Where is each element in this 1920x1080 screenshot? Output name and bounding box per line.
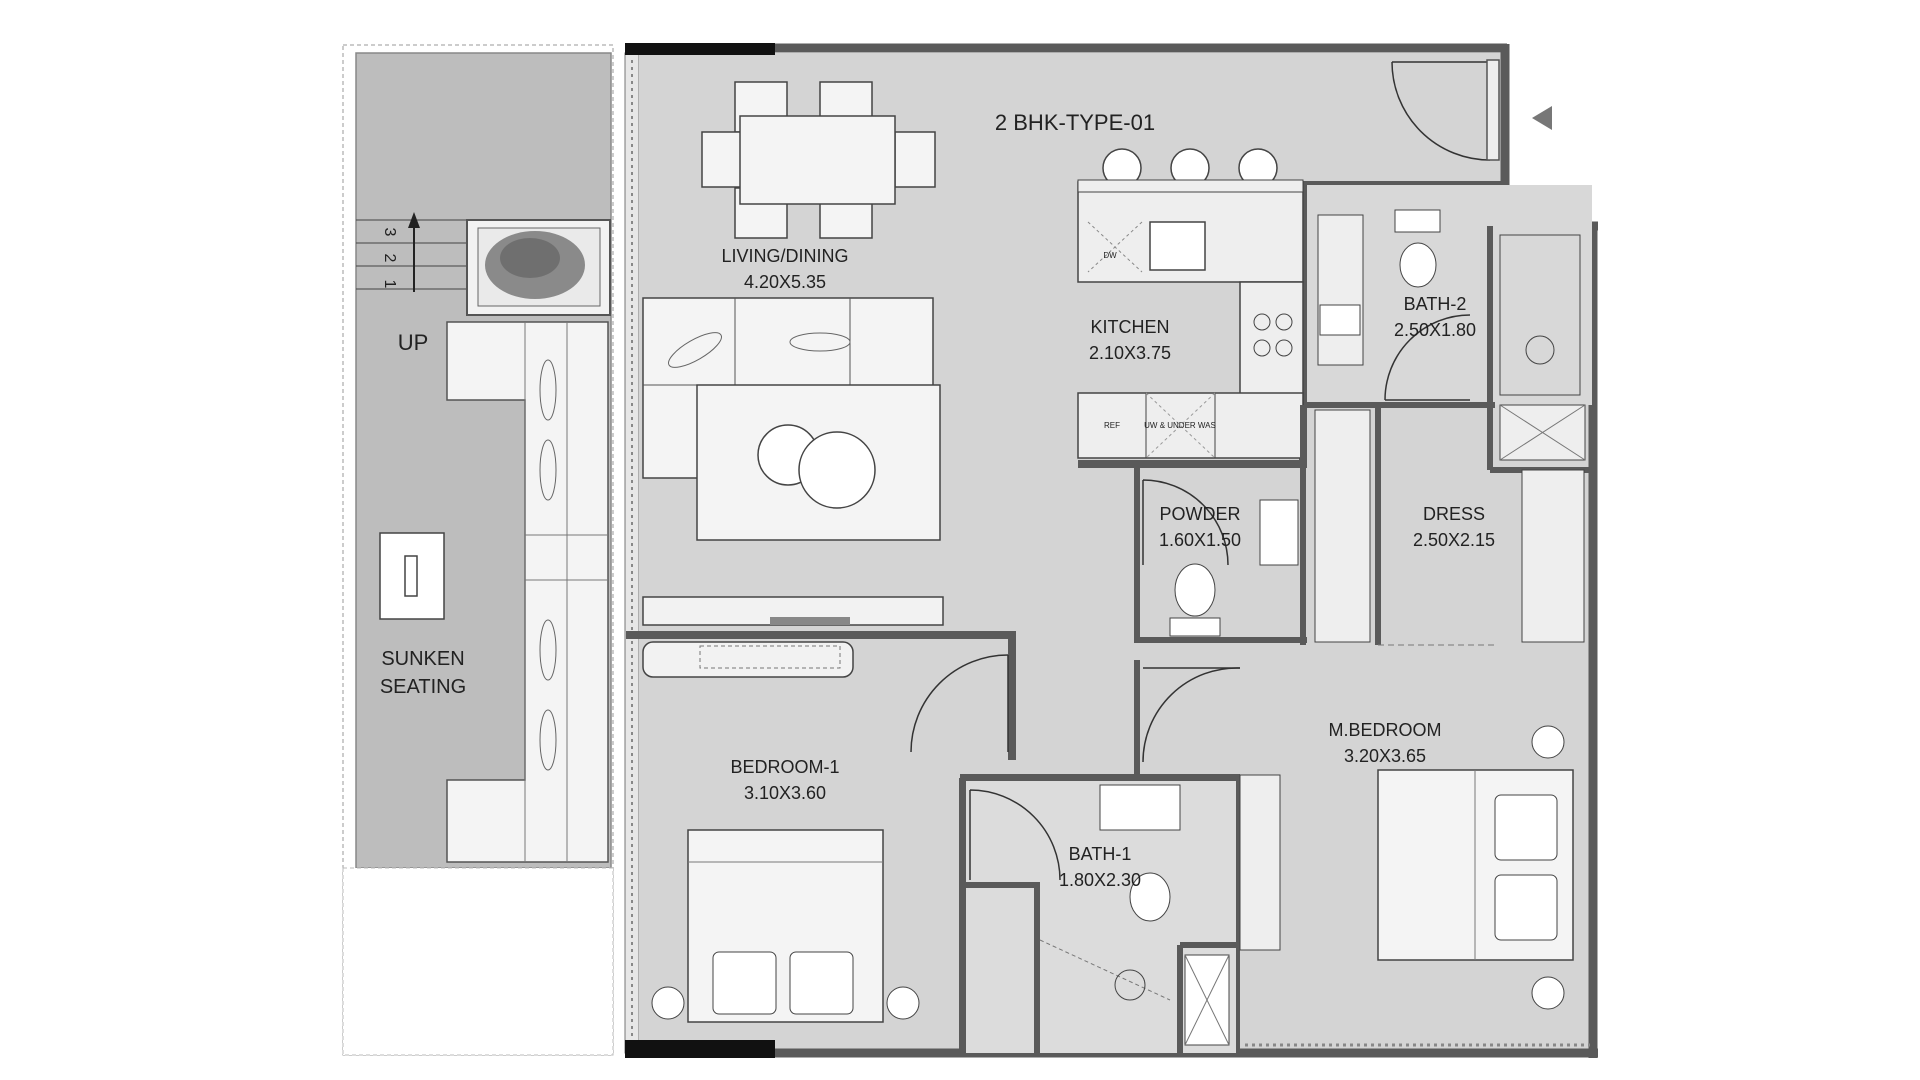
bath2-name: BATH-2 [1404, 294, 1467, 314]
dress-size: 2.50X2.15 [1413, 530, 1495, 550]
glass-partition [624, 52, 640, 1054]
sunken-label-line1: SUNKEN [381, 648, 464, 670]
living-name: LIVING/DINING [721, 246, 848, 266]
kitchen-ref-label: REF [1104, 421, 1120, 430]
sunken-table [379, 532, 445, 620]
kitchen [1077, 148, 1304, 459]
mbedroom-size: 3.20X3.65 [1344, 746, 1426, 766]
dining-table [701, 81, 936, 239]
planter [466, 219, 611, 316]
stair-step-3: 3 [381, 228, 398, 237]
stair-step-1: 1 [381, 280, 398, 289]
stairs [356, 212, 468, 292]
living-size: 4.20X5.35 [744, 272, 826, 292]
bath1 [960, 775, 1240, 1055]
mbedroom-name: M.BEDROOM [1328, 720, 1441, 740]
bath2 [1307, 185, 1593, 473]
column-bottom [625, 1040, 775, 1058]
bedroom1-size: 3.10X3.60 [744, 783, 826, 803]
bath1-size: 1.80X2.30 [1059, 870, 1141, 890]
dress [1300, 405, 1585, 646]
bedroom1-name: BEDROOM-1 [730, 757, 839, 777]
living-furniture [642, 297, 944, 626]
mbedroom-wardrobe [1239, 774, 1281, 951]
powder-name: POWDER [1160, 504, 1241, 524]
mbedroom-bed [1377, 725, 1574, 1010]
plan-title: 2 BHK-TYPE-01 [995, 110, 1155, 135]
entry-arrow-icon [1532, 106, 1552, 130]
sunken-sofa [379, 321, 609, 863]
entrance-door [1391, 59, 1500, 161]
kitchen-dw-label: DW [1103, 251, 1117, 260]
stair-step-2: 2 [381, 254, 398, 263]
bath2-size: 2.50X1.80 [1394, 320, 1476, 340]
stairs-up-label: UP [398, 330, 429, 355]
bedroom1-bed [651, 829, 920, 1023]
dress-name: DRESS [1423, 504, 1485, 524]
bath1-name: BATH-1 [1069, 844, 1132, 864]
kitchen-name: KITCHEN [1090, 317, 1169, 337]
kitchen-size: 2.10X3.75 [1089, 343, 1171, 363]
bedroom1-desk [642, 641, 854, 678]
column-top [625, 43, 775, 55]
bedroom1-door [910, 654, 1009, 753]
arrow-up-icon [408, 212, 420, 228]
sunken-label-line2: SEATING [380, 676, 466, 698]
mbedroom-door [1142, 667, 1241, 763]
kitchen-uw-label: UW & UNDER WAS [1144, 421, 1216, 430]
powder-size: 1.60X1.50 [1159, 530, 1241, 550]
